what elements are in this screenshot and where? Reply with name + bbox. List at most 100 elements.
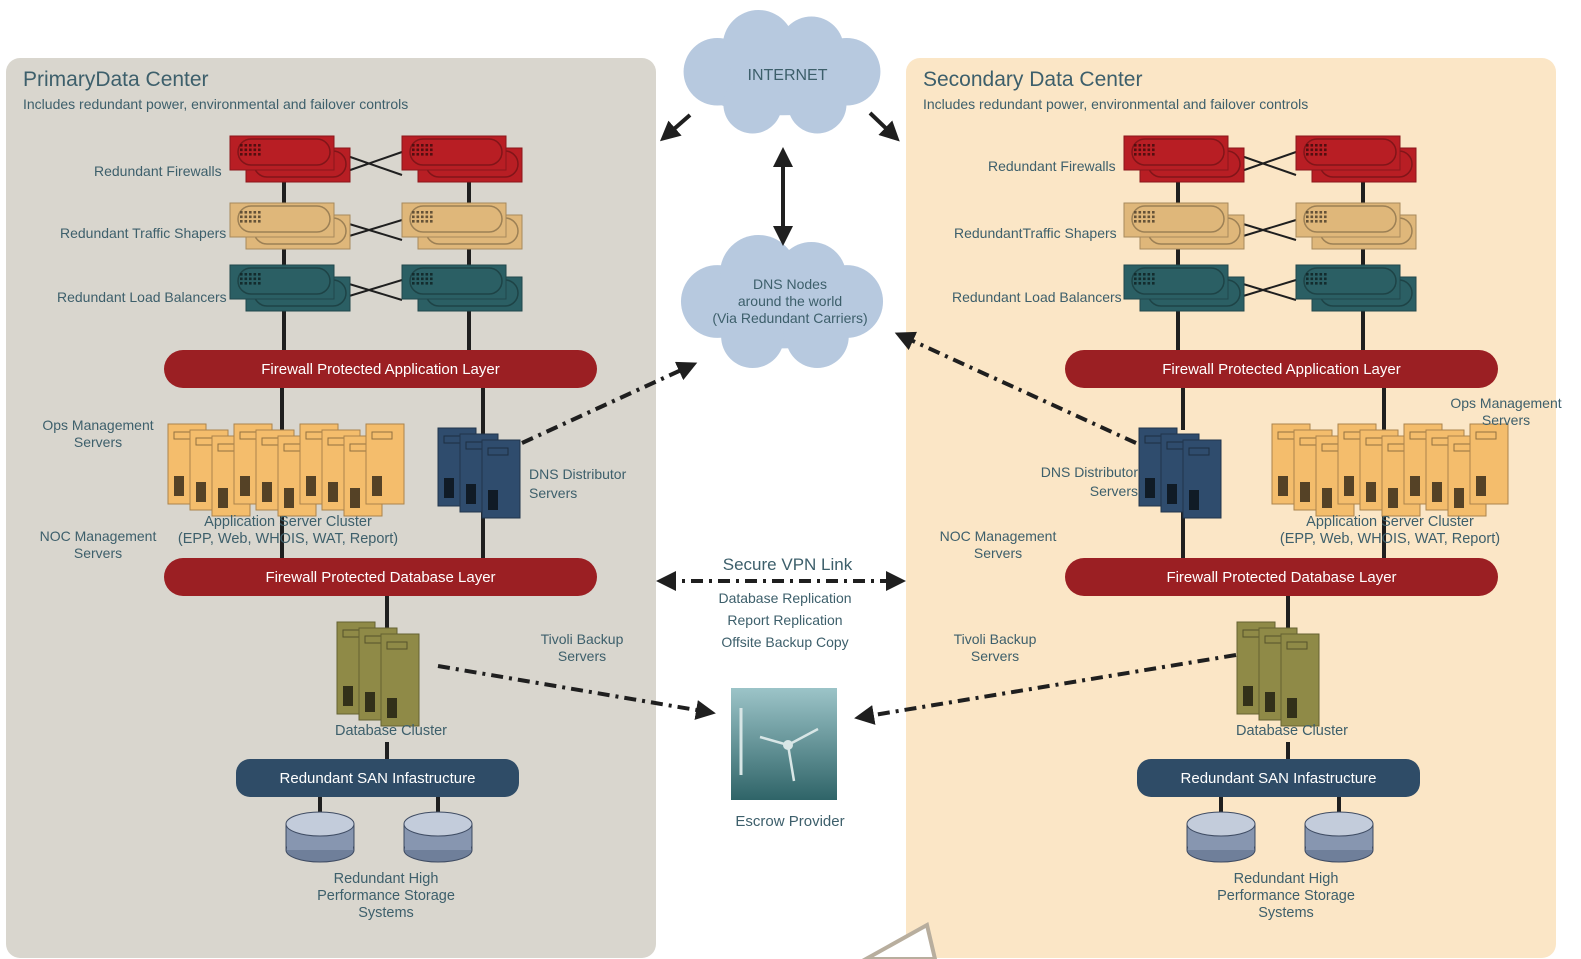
- primary-dns-to-cloud-arrow: [521, 361, 698, 445]
- primary-noc-management-label: NOC Management Servers: [33, 528, 163, 562]
- dns-nodes-line-3: (Via Redundant Carriers): [712, 310, 868, 326]
- secondary-noc-management-label: NOC Management Servers: [933, 528, 1063, 562]
- primary-storage-line-1: Redundant High: [333, 871, 439, 887]
- secondary-firewall-left: [1123, 135, 1245, 183]
- secondary-load-balancer-left: [1123, 264, 1245, 312]
- internet-cloud-icon: [683, 10, 881, 134]
- secondary-database-cluster-label: Database Cluster: [1235, 723, 1349, 739]
- secondary-san-bar: Redundant SAN Infastructure: [1137, 759, 1420, 797]
- primary-application-layer-bar: Firewall Protected Application Layer: [164, 350, 597, 388]
- primary-ops-line-1: Ops Management: [42, 417, 154, 433]
- escrow-provider-label: Escrow Provider: [735, 813, 845, 830]
- vpn-item-database-replication: Database Replication: [718, 590, 852, 606]
- secondary-app-cluster-line-1: Application Server Cluster: [1306, 514, 1474, 530]
- primary-dc-title: PrimaryData Center: [23, 68, 209, 91]
- dns-nodes-line-1: DNS Nodes: [753, 276, 827, 292]
- vpn-item-offsite-backup: Offsite Backup Copy: [721, 634, 849, 650]
- secondary-tivoli-line-2: Servers: [970, 648, 1020, 664]
- vpn-item-report-replication: Report Replication: [727, 612, 843, 628]
- decorative-corner-shape: [861, 921, 938, 959]
- secondary-storage-left-icon: [1186, 811, 1256, 863]
- primary-app-cluster-line-1: Application Server Cluster: [204, 514, 372, 530]
- primary-noc-line-1: NOC Management: [39, 528, 157, 544]
- secondary-dc-subtitle: Includes redundant power, environmental …: [923, 96, 1309, 112]
- secondary-dns-dist-line-1: DNS Distributor: [1040, 464, 1138, 480]
- secondary-database-cluster-icon: [1236, 621, 1320, 727]
- primary-firewalls-label: Redundant Firewalls: [94, 163, 222, 179]
- escrow-vault-icon: [731, 688, 837, 800]
- secondary-storage-line-1: Redundant High: [1233, 871, 1339, 887]
- secondary-load-balancer-right: [1295, 264, 1417, 312]
- vpn-items: Database Replication Report Replication …: [680, 587, 890, 653]
- primary-database-layer-bar: Firewall Protected Database Layer: [164, 558, 597, 596]
- dns-nodes-cloud-label: DNS Nodes around the world (Via Redundan…: [690, 276, 890, 327]
- secondary-tivoli-backup-label: Tivoli Backup Servers: [935, 631, 1055, 665]
- secondary-storage-line-3: Systems: [1258, 905, 1314, 921]
- primary-traffic-shapers-label: Redundant Traffic Shapers: [60, 225, 227, 241]
- primary-app-cluster-label: Application Server Cluster (EPP, Web, WH…: [168, 514, 408, 548]
- secondary-ops-management-label: Ops Management Servers: [1446, 395, 1566, 429]
- primary-storage-line-3: Systems: [358, 905, 414, 921]
- secondary-storage-label: Redundant High Performance Storage Syste…: [1196, 871, 1376, 922]
- dns-nodes-line-2: around the world: [737, 293, 843, 309]
- secondary-noc-line-2: Servers: [973, 545, 1023, 561]
- secondary-load-balancers-label: Redundant Load Balancers: [952, 289, 1122, 305]
- primary-storage-right-icon: [403, 811, 473, 863]
- primary-ops-management-label: Ops Management Servers: [33, 417, 163, 451]
- primary-load-balancers-label: Redundant Load Balancers: [57, 289, 227, 305]
- secondary-database-layer-bar: Firewall Protected Database Layer: [1065, 558, 1498, 596]
- secondary-firewalls-label: Redundant Firewalls: [988, 158, 1116, 174]
- primary-dns-dist-line-2: Servers: [529, 485, 578, 501]
- dns-nodes-cloud-icon: [680, 235, 884, 368]
- primary-dc-subtitle: Includes redundant power, environmental …: [23, 96, 409, 112]
- primary-tivoli-backup-label: Tivoli Backup Servers: [522, 631, 642, 665]
- secondary-app-server-cluster-icon: [1271, 423, 1509, 517]
- secondary-dns-distributor-label: DNS Distributor Servers: [1010, 463, 1138, 501]
- primary-database-cluster-icon: [336, 621, 420, 727]
- primary-backup-to-escrow-arrow: [437, 664, 716, 720]
- internet-to-secondary-arrow: [868, 111, 900, 142]
- primary-load-balancer-right: [401, 264, 523, 312]
- primary-traffic-shaper-left: [229, 202, 351, 250]
- primary-database-cluster-label: Database Cluster: [334, 723, 448, 739]
- primary-firewall-left: [229, 135, 351, 183]
- secondary-storage-line-2: Performance Storage: [1217, 888, 1355, 904]
- secondary-traffic-shaper-left: [1123, 202, 1245, 250]
- secondary-storage-right-icon: [1304, 811, 1374, 863]
- secondary-application-layer-bar: Firewall Protected Application Layer: [1065, 350, 1498, 388]
- primary-tivoli-line-1: Tivoli Backup: [540, 631, 624, 647]
- primary-dns-distributor-icon: [437, 427, 521, 519]
- primary-dns-distributor-label: DNS Distributor Servers: [529, 465, 626, 503]
- primary-ops-line-2: Servers: [73, 434, 123, 450]
- primary-san-bar: Redundant SAN Infastructure: [236, 759, 519, 797]
- secondary-dns-to-cloud-arrow: [894, 331, 1137, 445]
- secondary-dns-dist-line-2: Servers: [1089, 483, 1138, 499]
- secondary-dc-title: Secondary Data Center: [923, 68, 1143, 91]
- secondary-firewall-right: [1295, 135, 1417, 183]
- primary-dns-dist-line-1: DNS Distributor: [529, 466, 627, 482]
- secondary-tivoli-line-1: Tivoli Backup: [953, 631, 1037, 647]
- primary-firewall-right: [401, 135, 523, 183]
- vpn-link-title: Secure VPN Link: [722, 555, 853, 574]
- primary-traffic-shaper-right: [401, 202, 523, 250]
- secondary-traffic-shapers-label: RedundantTraffic Shapers: [954, 225, 1117, 241]
- primary-app-cluster-line-2: (EPP, Web, WHOIS, WAT, Report): [177, 531, 399, 547]
- secondary-dns-distributor-icon: [1138, 427, 1222, 519]
- secondary-app-cluster-line-2: (EPP, Web, WHOIS, WAT, Report): [1279, 531, 1501, 547]
- internet-to-primary-arrow: [659, 113, 692, 142]
- secondary-ops-line-2: Servers: [1481, 412, 1531, 428]
- primary-storage-left-icon: [285, 811, 355, 863]
- secondary-ops-line-1: Ops Management: [1450, 395, 1562, 411]
- secondary-backup-to-escrow-arrow: [854, 653, 1237, 725]
- secondary-noc-line-1: NOC Management: [939, 528, 1057, 544]
- primary-app-server-cluster-icon: [167, 423, 405, 517]
- primary-load-balancer-left: [229, 264, 351, 312]
- primary-storage-line-2: Performance Storage: [317, 888, 455, 904]
- primary-tivoli-line-2: Servers: [557, 648, 607, 664]
- secondary-traffic-shaper-right: [1295, 202, 1417, 250]
- primary-storage-label: Redundant High Performance Storage Syste…: [296, 871, 476, 922]
- secondary-app-cluster-label: Application Server Cluster (EPP, Web, WH…: [1270, 514, 1510, 548]
- primary-noc-line-2: Servers: [73, 545, 123, 561]
- internet-cloud-label: INTERNET: [747, 67, 828, 84]
